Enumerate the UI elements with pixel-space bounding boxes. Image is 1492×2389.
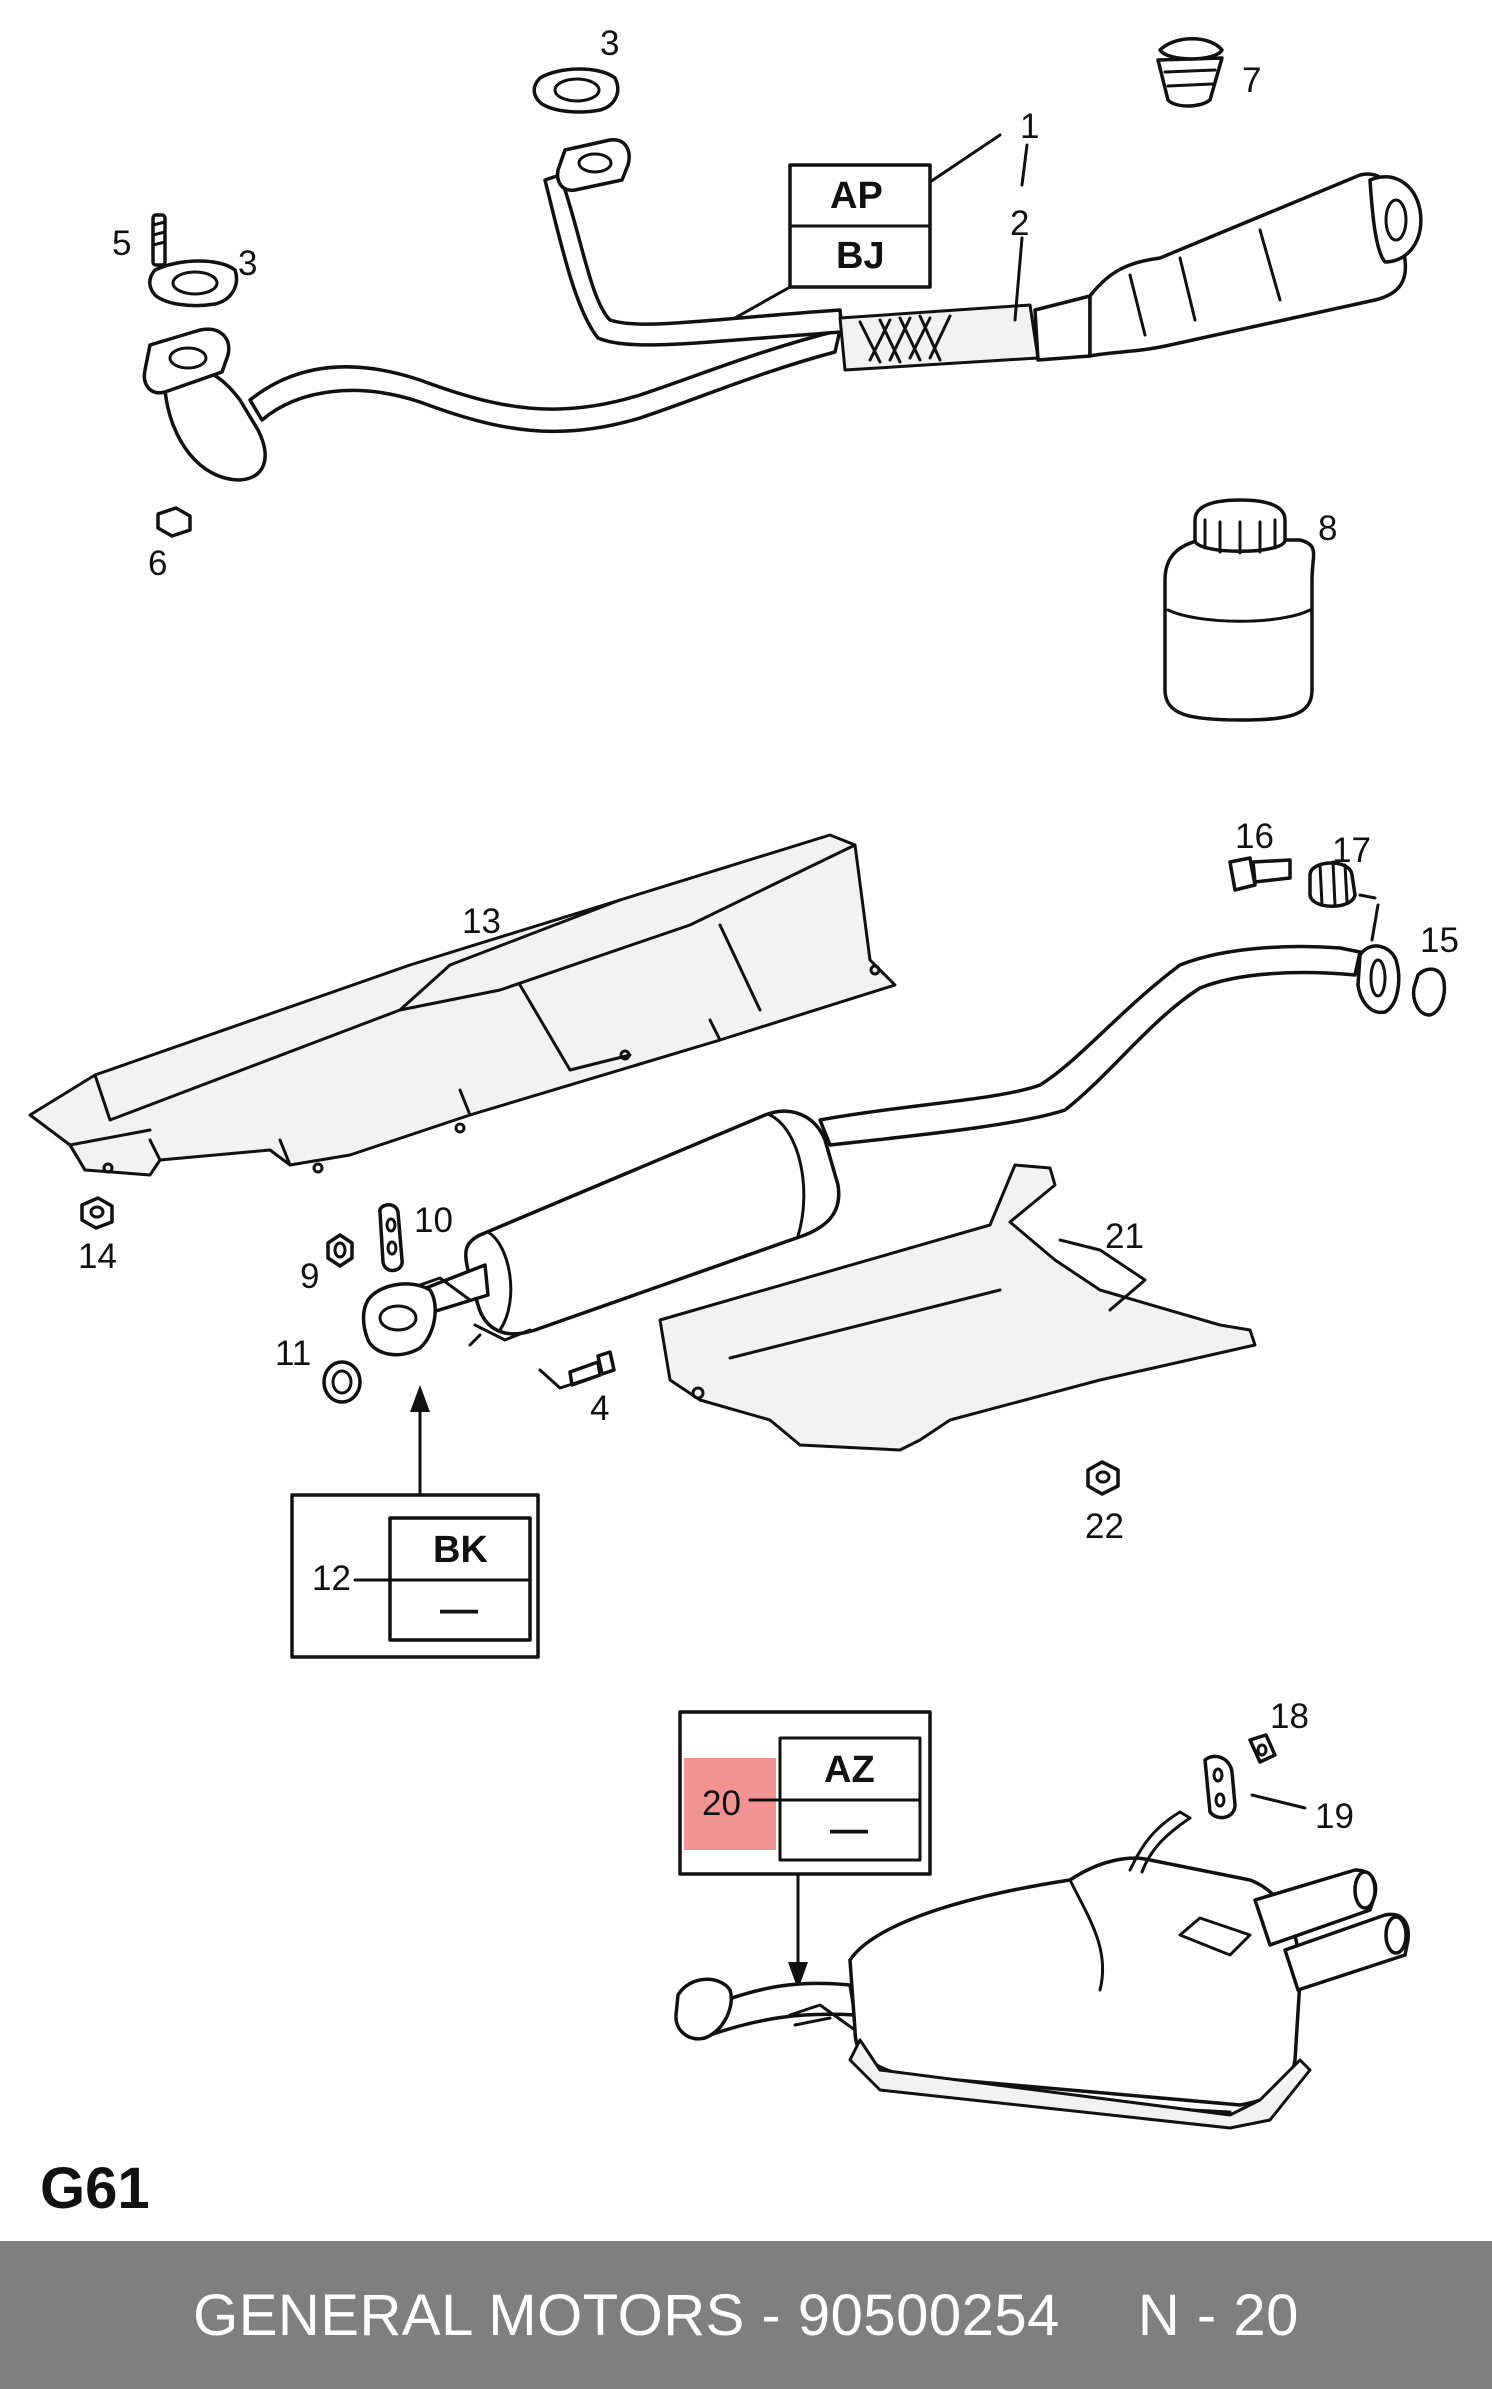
callout-13: 13: [462, 902, 501, 941]
code-az-dash: —: [830, 1809, 868, 1851]
callout-19: 19: [1315, 1797, 1354, 1836]
callout-6: 6: [148, 544, 167, 583]
callout-22: 22: [1085, 1507, 1124, 1546]
callout-9: 9: [300, 1257, 319, 1296]
callout-7: 7: [1242, 61, 1261, 100]
center-muffler-assembly: [28, 833, 1447, 1659]
rear-muffler-assembly: [674, 1710, 1410, 2130]
footer-separator: -: [761, 2282, 782, 2348]
callout-17: 17: [1332, 831, 1371, 870]
callout-12: 12: [312, 1559, 351, 1598]
page-code: G61: [40, 2156, 150, 2221]
callout-2: 2: [1010, 204, 1029, 243]
callout-14: 14: [78, 1237, 117, 1276]
highlight-part-20: [684, 1758, 776, 1850]
callout-21: 21: [1105, 1217, 1144, 1256]
callout-10: 10: [414, 1201, 453, 1240]
callout-1: 1: [1020, 107, 1039, 146]
callout-3b: 3: [238, 244, 257, 283]
callout-20: 20: [702, 1784, 741, 1823]
callout-5: 5: [112, 224, 131, 263]
footer-bar: GENERAL MOTORS - 90500254 N - 20: [0, 2241, 1492, 2389]
callout-16: 16: [1235, 817, 1274, 856]
code-bk-dash: —: [440, 1589, 478, 1631]
code-ap: AP: [830, 175, 883, 217]
callout-4: 4: [590, 1389, 609, 1428]
callout-15: 15: [1420, 921, 1459, 960]
callout-18: 18: [1270, 1697, 1309, 1736]
callout-11: 11: [275, 1334, 311, 1373]
exhaust-system-diagram: 1 2 3 3 5 6 7 8 AP BJ: [28, 24, 1459, 2130]
code-bk: BK: [433, 1529, 488, 1571]
footer-part-number: 90500254: [797, 2282, 1060, 2348]
callout-8: 8: [1318, 509, 1337, 548]
footer-position: N - 20: [1137, 2282, 1299, 2348]
footer-brand: GENERAL MOTORS: [193, 2282, 745, 2348]
front-pipe-assembly: [142, 37, 1423, 722]
code-az: AZ: [824, 1749, 875, 1791]
callout-3a: 3: [600, 24, 619, 63]
code-bj: BJ: [836, 235, 885, 277]
